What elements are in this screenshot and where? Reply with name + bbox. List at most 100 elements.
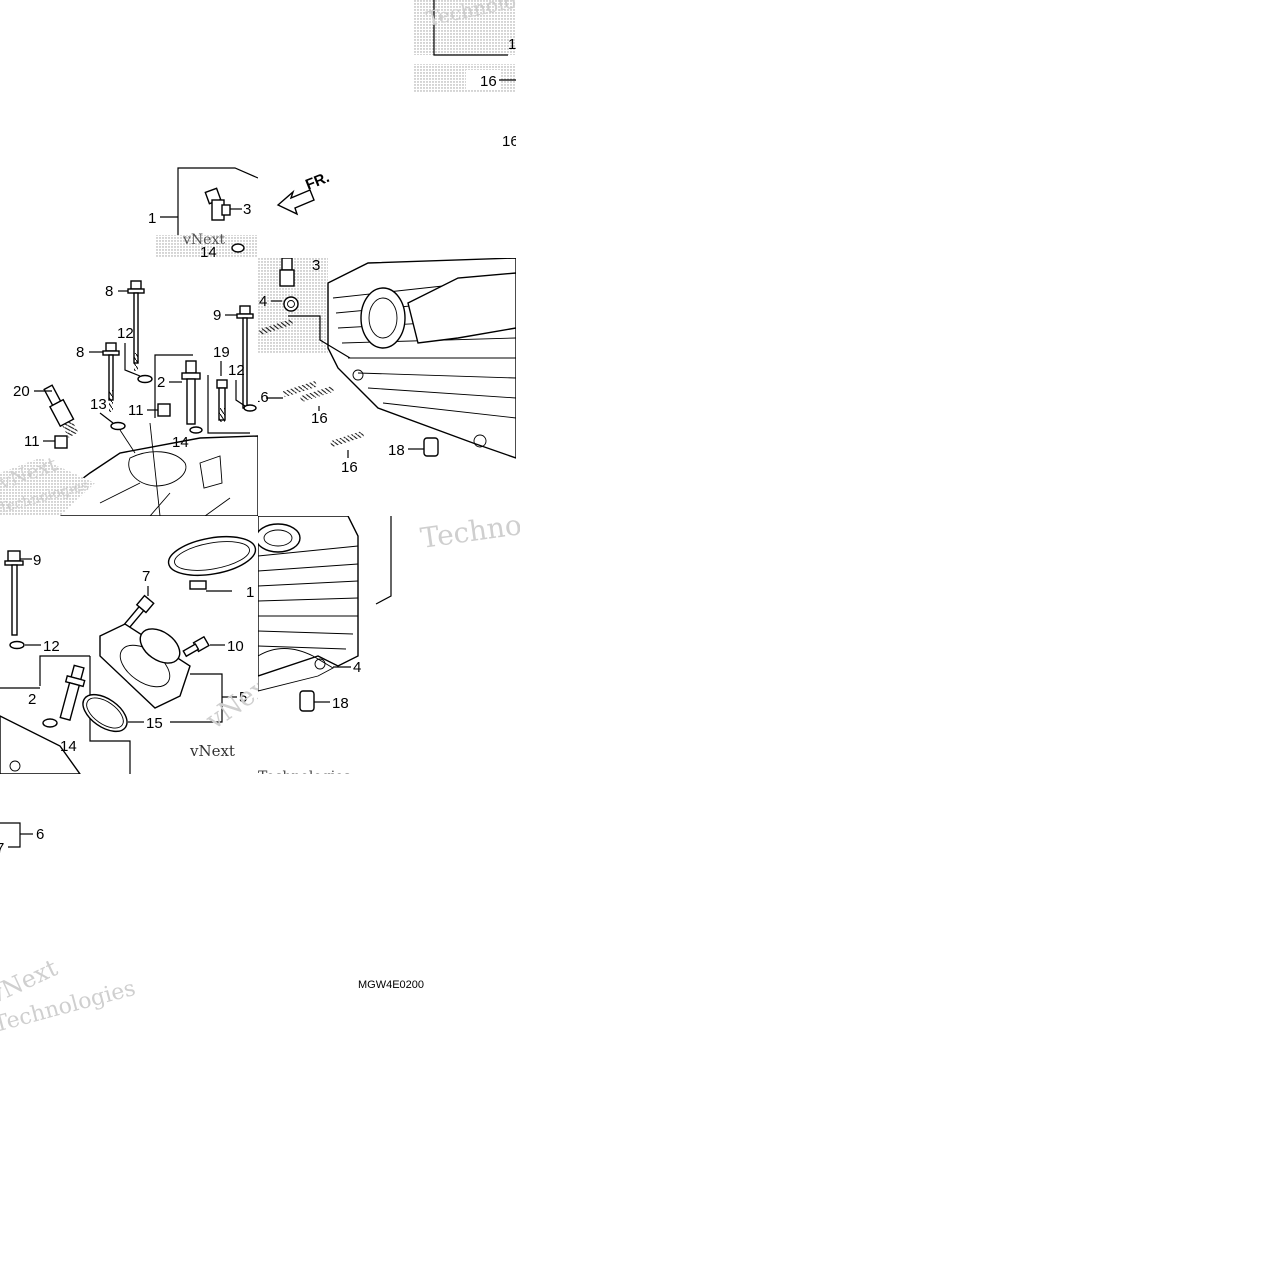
callout-label: 16 [341,459,358,476]
callout-label: 14 [172,434,189,451]
tile-bottom-left: 9 12 2 14 7 [0,516,258,774]
dowel-pin [423,437,439,457]
bolt [216,379,228,422]
port-opening [128,451,187,487]
callout-label: 8 [105,283,113,300]
stud-bolt [282,380,318,398]
tile-footer: 6 7 MGW4E0200 vNext Technologies [0,774,516,1034]
washer [110,421,126,431]
watermark-text: vNext [200,666,258,736]
o-ring [82,693,128,733]
bolt-hole [314,658,326,670]
callout-label: 19 [213,344,230,361]
base-gasket [258,648,334,692]
callout-label: 2 [157,374,165,391]
leader-line [235,380,246,407]
tile-top-right: Technologies 1 16 16 [258,0,516,258]
stud-bolt [299,385,335,403]
washer [137,374,153,384]
callout-label: 4 [259,293,267,310]
callout-label: 9 [213,307,221,324]
hose-clamp [167,535,257,577]
o-ring-inner [86,697,124,729]
stud-pipe [59,664,86,721]
callout-label: 14 [200,244,217,258]
dowel-pin [299,690,315,712]
callout-label: 3 [312,258,320,274]
callout-label: 11 [128,402,144,419]
leader-bracket [433,0,508,56]
clamp-lug [189,580,207,590]
callout-label: 1 [508,36,516,53]
callout-label: 9 [33,552,41,569]
callout-label: 12 [43,638,60,655]
tile-middle-left-art: vNext Technologies 8 8 12 [0,280,258,516]
watermark-text: vNext [189,742,235,760]
spark-plug [43,384,79,438]
leader-bracket [154,354,193,418]
leader-bracket [170,673,223,723]
stipple-area [413,64,516,92]
flange-bolt [4,550,24,636]
cooling-fins [258,545,359,650]
tile-middle-center: 3 4 16 16 16 18 [258,258,516,516]
tile-watermark-right: Technologies [410,500,520,560]
intake-joint [99,623,191,709]
drawing-code: MGW4E0200 [358,979,424,991]
head-detail [99,482,231,516]
stipple-area [155,235,258,258]
leader-bracket [375,516,392,605]
cylinder-head [0,715,81,774]
callout-label: 16 [258,389,269,406]
cylinder-block [258,516,359,677]
fr-arrow-art: FR. [276,169,332,216]
tile-bottom-right-art [516,516,774,774]
stud-pipe [279,258,295,287]
callout-label: 6 [36,826,44,843]
callout-label: 7 [142,568,150,585]
callout-label: 12 [228,362,245,379]
tile-bottom-center: 4 18 Technologies [258,516,516,774]
intake-tube [139,628,181,664]
callout-label: 4 [353,659,361,676]
tile-fr-arrow: FR. [258,160,516,258]
label-background [466,70,500,90]
hose-clamp-inner [174,541,250,571]
tile-middle-center-art: 3 4 16 16 16 18 [258,258,516,476]
tile-bottom-right [516,516,774,774]
callout-label: 11 [24,433,40,450]
leader-line [119,429,136,454]
washer [9,640,25,650]
watermark-text: vNext [182,232,225,248]
callout-label: 16 [311,410,328,427]
footer-art: 6 7 MGW4E0200 vNext Technologies [0,822,424,1034]
leader-line [124,343,141,377]
leader-bracket [39,655,90,686]
callout-label: 15 [146,715,163,732]
tile-upper-left: 1 3 vNext 14 [0,0,258,258]
bolt-hole [9,760,21,772]
stipple-area [0,458,95,516]
leader-bracket [0,822,21,848]
watermark-text: Technologies [258,769,351,774]
washer [42,718,58,728]
callout-label: 18 [388,442,405,459]
stud-bolt [329,430,365,448]
callout-label: 18 [332,695,349,712]
washer [231,243,245,253]
cylinder-head [49,435,258,516]
callout-label: 10 [227,638,244,655]
washer [243,404,257,412]
leader-line [99,412,114,424]
cap-nut [157,403,171,417]
stud-bolt [258,318,294,336]
watermark-text: Technologies [418,500,520,555]
callout-label: 20 [13,383,30,400]
callout-label: 1 [148,210,156,227]
washer [283,296,299,312]
tile-bottom-center-art: 4 18 Technologies [258,516,392,774]
cap-nut [54,435,68,449]
stipple-area [413,0,516,55]
tile-upper-left-art: 1 3 vNext 14 [148,167,258,258]
